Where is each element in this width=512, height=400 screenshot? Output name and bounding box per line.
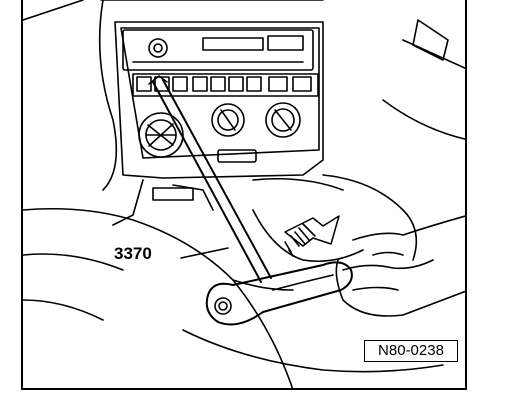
radio-display [202, 37, 264, 51]
center-console-left [98, 0, 118, 191]
climate-knob-right [265, 102, 301, 138]
air-vent-icon [138, 112, 184, 158]
removal-tool-icon [148, 75, 353, 326]
figure-reference-box: N80-0238 [364, 340, 458, 362]
illustration-frame: 3370 N80-0238 [21, 0, 467, 390]
dashboard-outline [23, 0, 84, 21]
direction-arrow-icon [284, 215, 340, 257]
console-inner-frame [120, 27, 320, 159]
radio-unit [122, 29, 314, 71]
climate-panel [132, 73, 319, 97]
radio-knob [148, 38, 168, 58]
label-leader-line [180, 247, 229, 259]
center-console-frame [114, 21, 324, 179]
recirc-button [217, 149, 257, 163]
hand-icon [335, 215, 465, 317]
tool-number-label: 3370 [114, 244, 152, 263]
climate-knob-left [211, 103, 245, 137]
radio-cassette-slot [267, 35, 304, 51]
radio-removal-illustration [23, 0, 465, 388]
